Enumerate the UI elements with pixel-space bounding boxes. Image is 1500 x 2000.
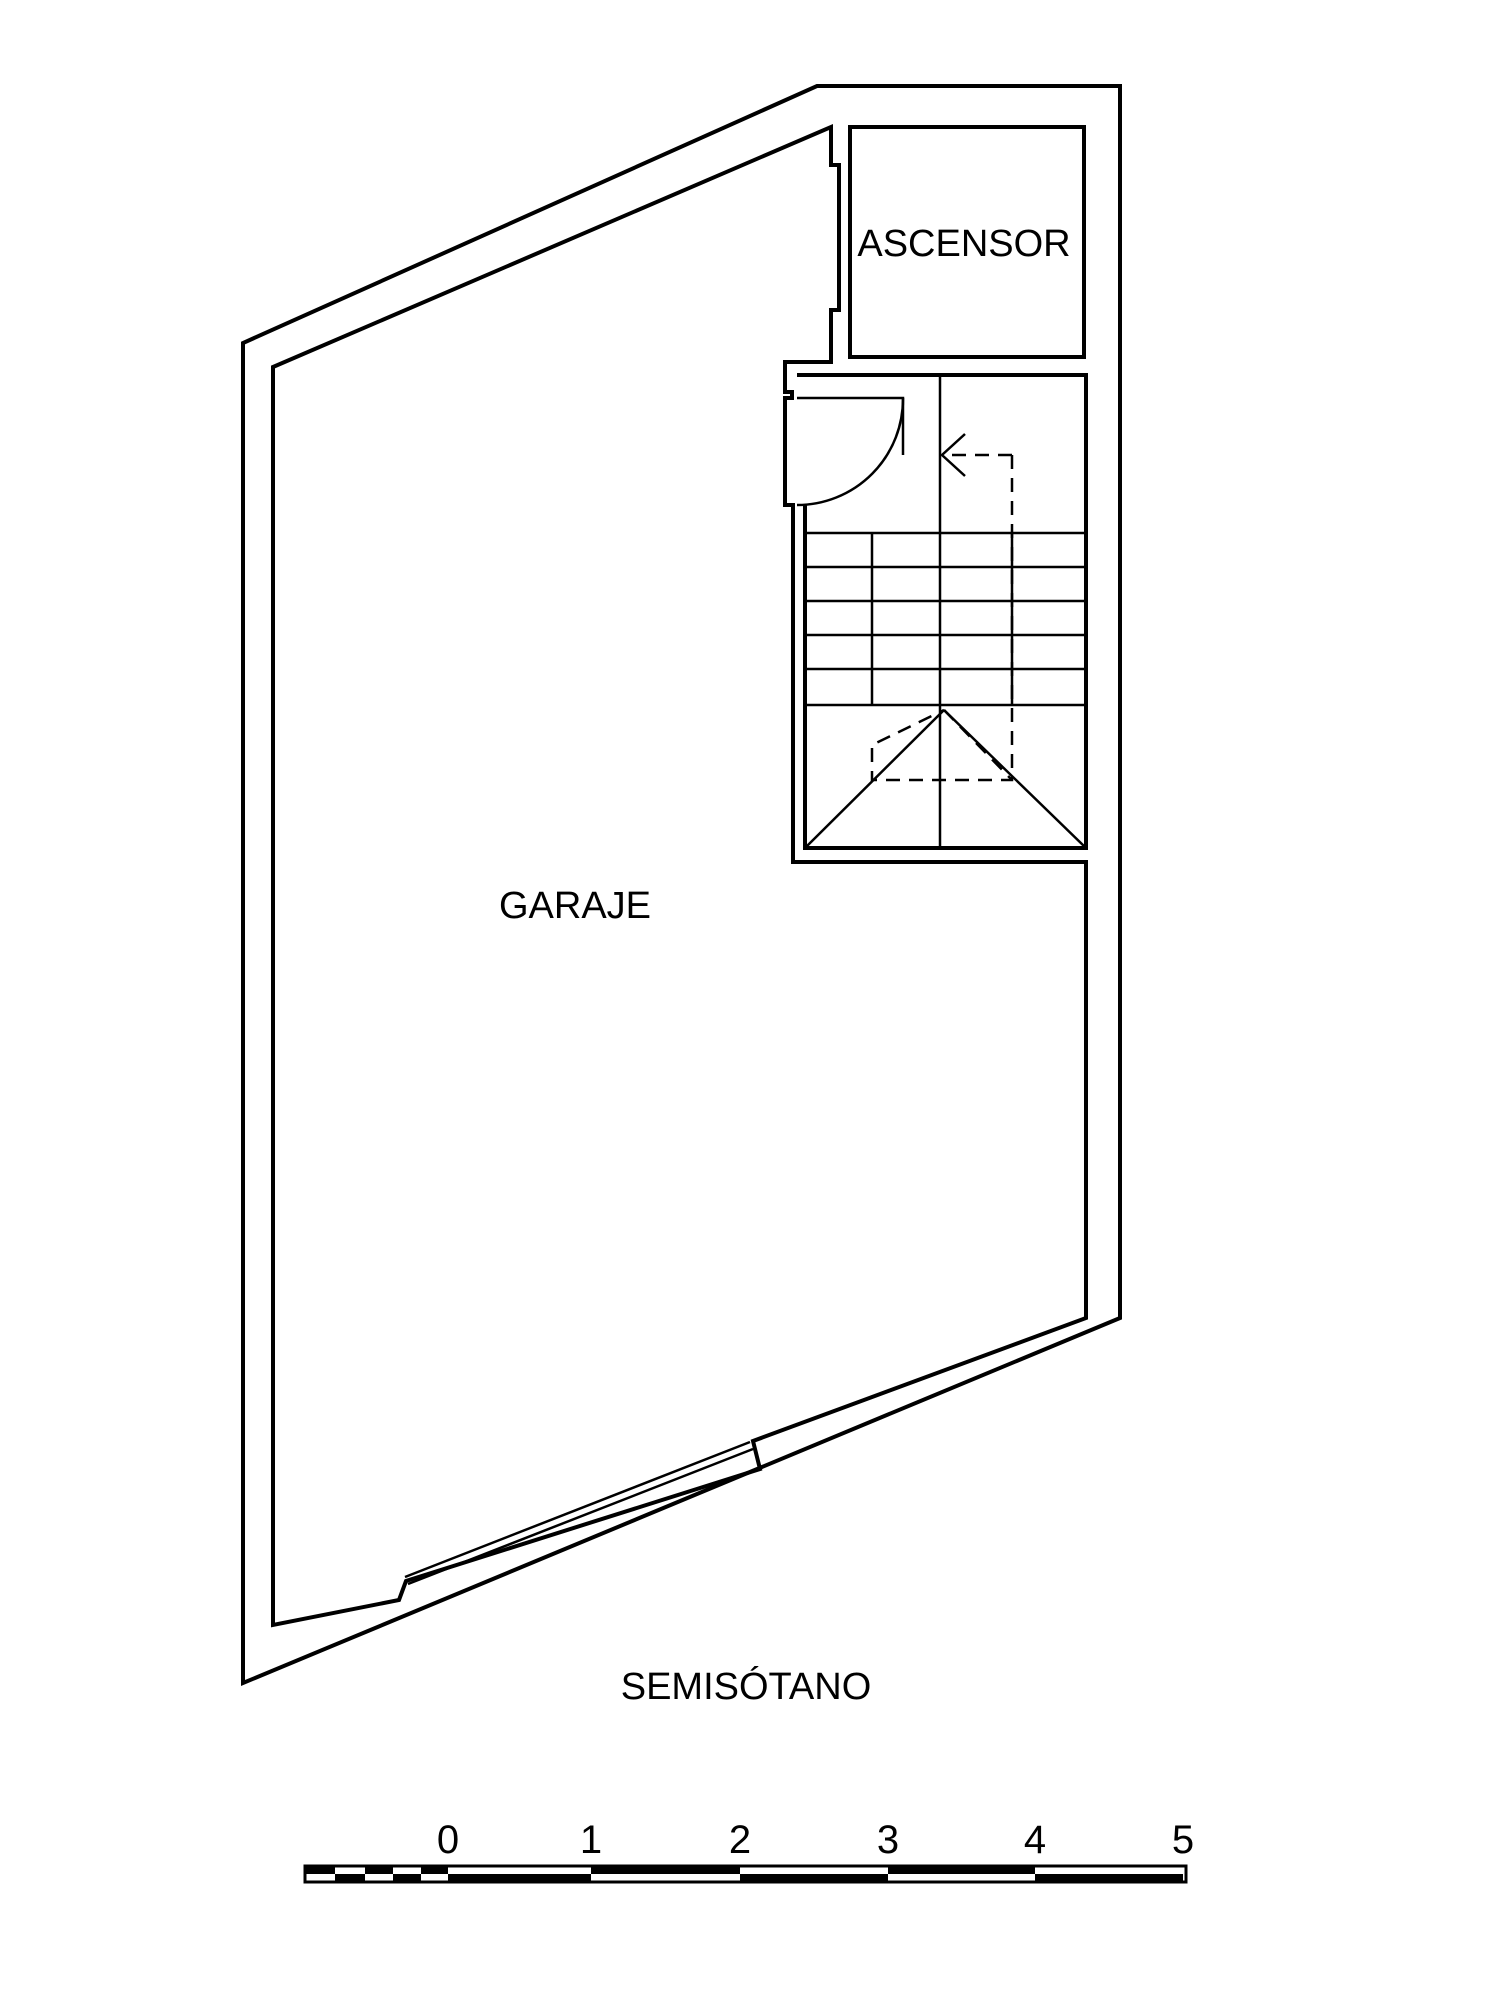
outer-walls (241, 84, 1122, 1686)
scale-tick-4: 4 (1024, 1818, 1046, 1862)
scale-tick-5: 5 (1172, 1818, 1194, 1862)
garage-door (404, 1440, 754, 1586)
elevator-label: ASCENSOR (857, 223, 1070, 265)
scale-tick-3: 3 (877, 1818, 899, 1862)
scale-bar: 0 1 2 3 4 5 (303, 1818, 1194, 1884)
garage-label: GARAJE (499, 885, 651, 927)
scale-tick-0: 0 (437, 1818, 459, 1862)
scale-tick-2: 2 (729, 1818, 751, 1862)
elevator-room: ASCENSOR (848, 125, 1086, 359)
garage-room: GARAJE (499, 885, 651, 927)
stair-direction-arrow (870, 433, 1014, 782)
floor-name-label: SEMISÓTANO (621, 1665, 872, 1708)
stair-steps (804, 531, 1087, 849)
stair-core (797, 373, 1088, 850)
scale-tick-1: 1 (580, 1818, 602, 1862)
door-swing (796, 396, 905, 507)
